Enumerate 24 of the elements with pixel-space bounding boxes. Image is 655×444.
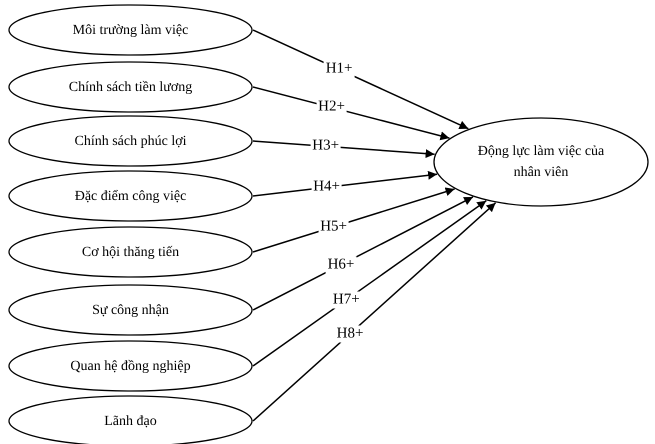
ellipse-node: [8, 226, 253, 278]
node-label: Chính sách tiền lương: [68, 78, 192, 96]
ellipse-node: [8, 170, 253, 222]
ellipse-node: [433, 117, 649, 207]
arrow: [252, 202, 496, 422]
edge-label: H5+: [318, 218, 350, 236]
edge-label: H6+: [326, 256, 356, 274]
edge-label: H1+: [324, 60, 355, 78]
ellipse-node: [8, 115, 253, 167]
arrow: [252, 200, 487, 367]
edge-label: H7+: [330, 291, 362, 308]
node-label: Đặc điểm công việc: [74, 188, 186, 206]
edge-label: H8+: [334, 325, 366, 342]
ellipse-node: [8, 284, 253, 336]
node-label: Môi trường làm việc: [72, 22, 188, 40]
node-label: Chính sách phúc lợi: [74, 132, 186, 150]
ellipse-node: [8, 4, 253, 56]
ellipse-node: [8, 61, 253, 113]
node-label: Cơ hội thăng tiến: [82, 244, 180, 262]
node-label: Sự công nhận: [92, 302, 169, 320]
node-label: Động lực làm việc của nhân viên: [476, 143, 606, 182]
node-label: Quan hệ đồng nghiệp: [70, 358, 191, 376]
ellipse-node: [8, 340, 253, 392]
node-label: Lãnh đạo: [104, 412, 157, 430]
